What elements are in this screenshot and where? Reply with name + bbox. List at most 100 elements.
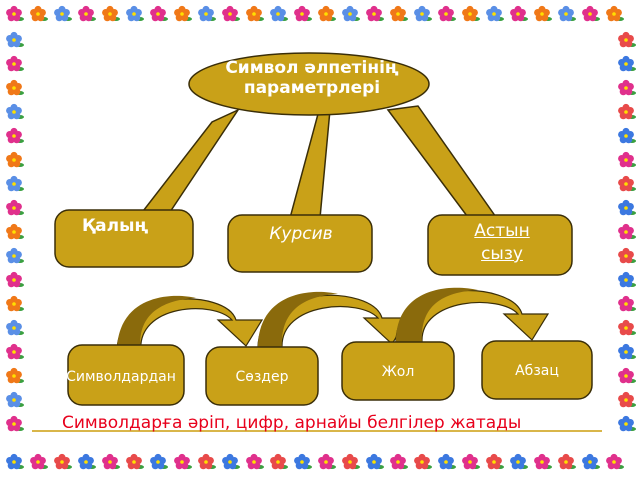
line-box — [341, 341, 455, 401]
border-flower-center — [624, 110, 628, 114]
border-flower-center — [492, 12, 496, 16]
border-flower-center — [276, 460, 280, 464]
border-flower-center — [624, 422, 628, 426]
border-flower-center — [348, 12, 352, 16]
border-flower-center — [324, 460, 328, 464]
border-flower-center — [612, 12, 616, 16]
curved-arrow-2 — [257, 291, 410, 349]
border-flower-center — [108, 12, 112, 16]
underline-label: Астын сызу — [432, 220, 572, 266]
border-flower-center — [60, 460, 64, 464]
title-line-2: параметрлері — [243, 78, 381, 99]
border-flower-center — [12, 230, 16, 234]
italic-label: Курсив — [269, 224, 333, 244]
border-flower-center — [420, 12, 424, 16]
border-flower-center — [624, 182, 628, 186]
underline-box — [427, 214, 573, 276]
border-flower-center — [12, 302, 16, 306]
border-flower-center — [564, 12, 568, 16]
curved-arrow-3 — [395, 287, 550, 343]
border-flower-center — [156, 460, 160, 464]
border-flower-center — [588, 460, 592, 464]
line-label: Жол — [381, 364, 415, 380]
border-flower-center — [624, 206, 628, 210]
border-flower-center — [12, 422, 16, 426]
symbols-label: Символдардан — [66, 369, 176, 385]
border-flower-center — [12, 110, 16, 114]
border-flower-center — [468, 460, 472, 464]
border-flower-center — [12, 254, 16, 258]
border-flower-center — [300, 12, 304, 16]
border-flower-center — [624, 158, 628, 162]
border-flower-center — [12, 398, 16, 402]
flower-border — [6, 5, 636, 470]
border-flower-center — [12, 12, 16, 16]
border-flower-center — [324, 12, 328, 16]
border-flower-center — [132, 12, 136, 16]
border-flower-center — [492, 460, 496, 464]
caption-underline — [32, 430, 602, 432]
border-flower-center — [348, 460, 352, 464]
border-flower-center — [12, 38, 16, 42]
border-flower-center — [276, 12, 280, 16]
underline-line-2: сызу — [481, 243, 523, 264]
border-flower-center — [252, 460, 256, 464]
border-flower-center — [12, 374, 16, 378]
border-flower-center — [12, 62, 16, 66]
border-flower-center — [228, 12, 232, 16]
border-flower-center — [156, 12, 160, 16]
border-flower-center — [372, 12, 376, 16]
border-flower-center — [564, 460, 568, 464]
border-flower-center — [60, 12, 64, 16]
border-flower-center — [372, 460, 376, 464]
border-flower-center — [12, 326, 16, 330]
symbols-box — [67, 344, 185, 406]
border-flower-center — [420, 460, 424, 464]
border-flower-center — [252, 12, 256, 16]
border-flower-center — [228, 460, 232, 464]
border-flower-center — [84, 460, 88, 464]
border-flower-center — [468, 12, 472, 16]
border-flower-center — [12, 158, 16, 162]
border-flower-center — [12, 278, 16, 282]
border-flower-center — [624, 374, 628, 378]
callout-to-italic — [289, 108, 331, 219]
border-flower-center — [204, 460, 208, 464]
border-flower-center — [444, 460, 448, 464]
border-flower-center — [108, 460, 112, 464]
border-flower-center — [624, 326, 628, 330]
border-flower-center — [624, 134, 628, 138]
border-flower-center — [516, 12, 520, 16]
title-ellipse — [188, 52, 430, 116]
border-flower-center — [12, 86, 16, 90]
callout-to-underline — [386, 105, 500, 221]
bold-box — [54, 209, 194, 268]
border-flower-center — [132, 460, 136, 464]
border-flower-center — [300, 460, 304, 464]
words-label: Сөздер — [235, 369, 289, 385]
border-flower-center — [540, 460, 544, 464]
caption-text: Символдарға әріп, цифр, арнайы белгілер … — [62, 413, 522, 433]
border-flower-center — [612, 460, 616, 464]
border-flower-center — [12, 350, 16, 354]
border-flower-center — [624, 62, 628, 66]
border-flower-center — [624, 278, 628, 282]
border-flower-center — [396, 12, 400, 16]
underline-line-1: Астын — [474, 221, 530, 241]
border-flower-center — [624, 254, 628, 258]
border-flower-center — [516, 460, 520, 464]
border-flower-center — [624, 350, 628, 354]
border-flower-center — [624, 86, 628, 90]
title-line-1: Символ әлпетінің — [225, 58, 399, 78]
border-flower-center — [180, 460, 184, 464]
border-flower-center — [84, 12, 88, 16]
border-flower-center — [12, 182, 16, 186]
border-flower-center — [396, 460, 400, 464]
border-flower-center — [204, 12, 208, 16]
border-flower-center — [12, 206, 16, 210]
border-flower-center — [540, 12, 544, 16]
border-flower-center — [12, 134, 16, 138]
border-flower-center — [36, 12, 40, 16]
border-flower-center — [36, 460, 40, 464]
